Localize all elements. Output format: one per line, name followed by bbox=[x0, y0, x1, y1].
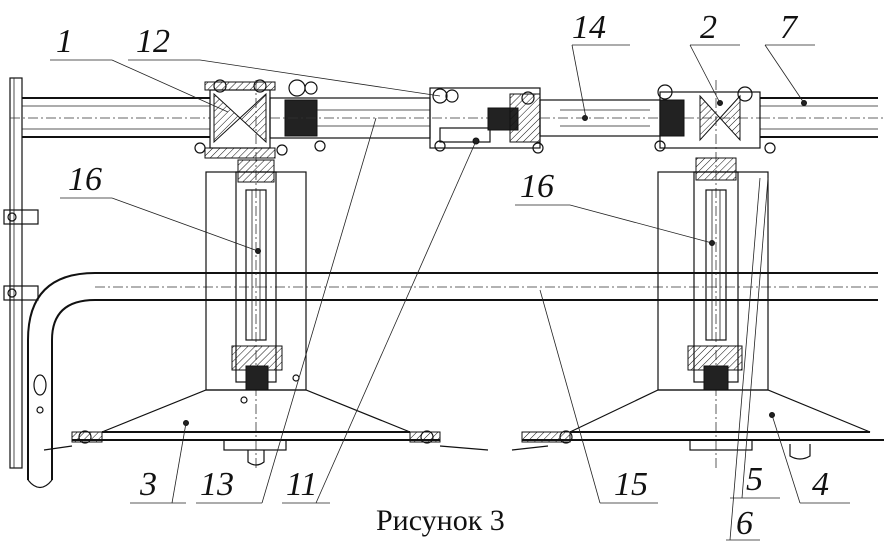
output-shaft-7 bbox=[760, 97, 884, 138]
label-16-left: 16 bbox=[68, 161, 102, 198]
label-15: 15 bbox=[614, 466, 648, 503]
figure-caption: Рисунок 3 bbox=[376, 504, 505, 537]
gearbox-1 bbox=[194, 79, 288, 159]
input-shaft-left bbox=[10, 97, 210, 138]
label-7: 7 bbox=[780, 9, 799, 46]
label-16-right: 16 bbox=[520, 168, 554, 205]
label-5: 5 bbox=[746, 461, 763, 498]
rotor-right bbox=[511, 80, 884, 470]
label-4: 4 bbox=[812, 466, 829, 503]
label-14: 14 bbox=[572, 9, 606, 46]
frame-plate bbox=[3, 77, 39, 469]
label-6: 6 bbox=[736, 505, 753, 542]
leader-lines bbox=[50, 44, 850, 541]
label-13: 13 bbox=[200, 466, 234, 503]
frame-bar-15 bbox=[27, 272, 878, 489]
label-2: 2 bbox=[700, 9, 717, 46]
coupling-housing-12 bbox=[429, 87, 544, 154]
gearbox-2 bbox=[654, 84, 776, 154]
label-3: 3 bbox=[139, 466, 157, 503]
transverse-shaft-13 bbox=[269, 79, 500, 152]
label-1: 1 bbox=[56, 23, 73, 60]
rotor-left bbox=[43, 80, 489, 470]
label-12: 12 bbox=[136, 23, 170, 60]
label-11: 11 bbox=[286, 466, 317, 503]
